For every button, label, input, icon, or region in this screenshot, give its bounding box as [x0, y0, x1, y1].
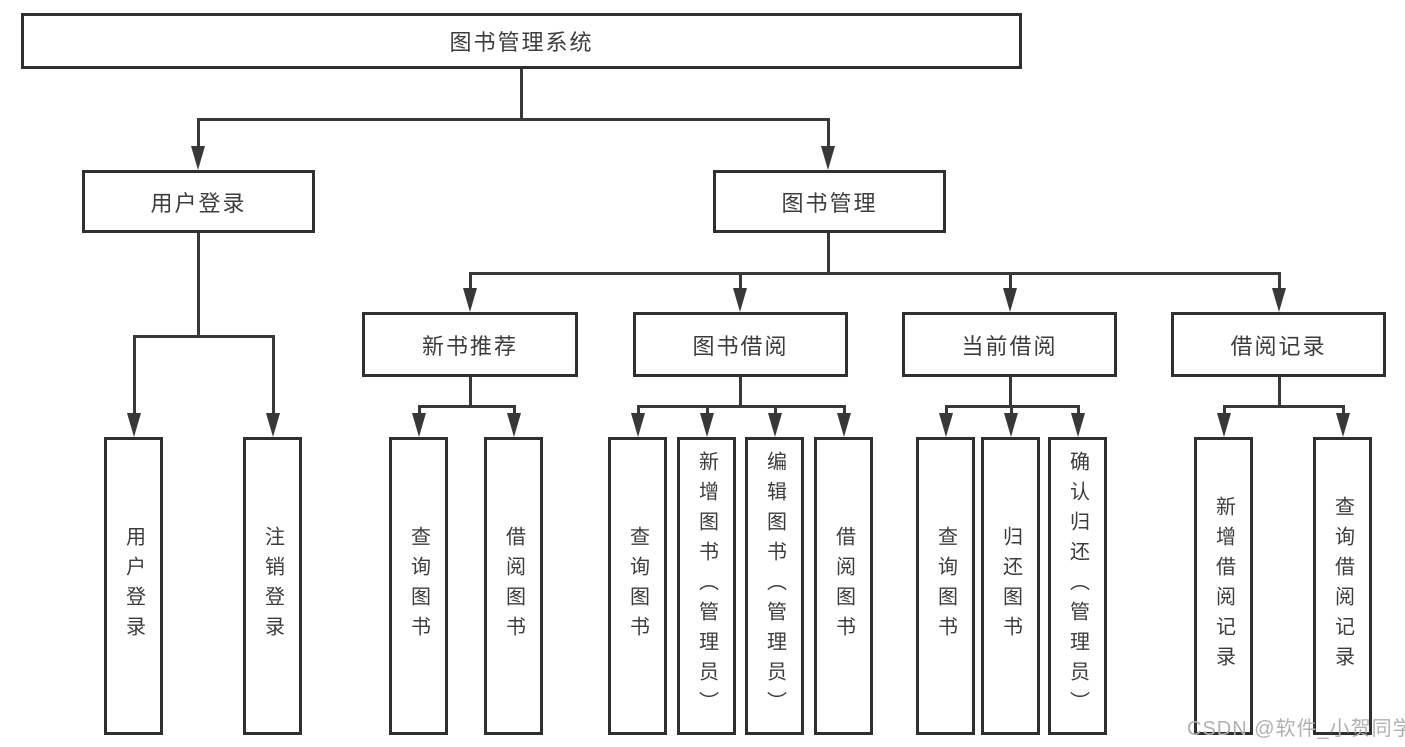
node-current-borrow: 当前借阅 — [902, 312, 1117, 377]
connector-line — [520, 69, 523, 121]
leaf-label: 归还图书 — [999, 526, 1022, 646]
arrow-down-icon — [939, 413, 953, 437]
arrow-down-icon — [1272, 288, 1286, 312]
leaf-label: 查询借阅记录 — [1331, 496, 1354, 676]
arrow-down-icon — [1217, 413, 1231, 437]
connector-line — [1009, 377, 1012, 407]
arrow-down-icon — [821, 146, 835, 170]
leaf-borrow-books-recommend: 借阅图书 — [484, 437, 543, 735]
arrow-down-icon — [1071, 413, 1085, 437]
node-book-borrow: 图书借阅 — [633, 312, 848, 377]
leaf-search-books-current: 查询图书 — [916, 437, 975, 735]
connector-line — [272, 338, 275, 413]
arrow-down-icon — [191, 146, 205, 170]
connector-line — [1342, 408, 1345, 413]
leaf-search-books-borrow: 查询图书 — [608, 437, 667, 735]
leaf-edit-book-admin: 编辑图书（管理员） — [745, 437, 804, 735]
node-label: 图书管理 — [781, 190, 878, 216]
connector-line — [1009, 275, 1012, 288]
connector-line — [945, 408, 948, 413]
connector-line — [827, 121, 830, 146]
connector-line — [418, 405, 516, 408]
arrow-down-icon — [1336, 413, 1350, 437]
arrow-down-icon — [1003, 288, 1017, 312]
leaf-add-book-admin: 新增图书（管理员） — [677, 437, 736, 735]
leaf-return-book: 归还图书 — [981, 437, 1040, 735]
node-label: 新书推荐 — [421, 333, 518, 359]
leaf-borrow-book: 借阅图书 — [814, 437, 873, 735]
connector-line — [739, 377, 742, 407]
leaf-label: 借阅图书 — [832, 526, 855, 646]
connector-line — [197, 118, 830, 121]
node-user-login: 用户登录 — [82, 170, 315, 233]
connector-line — [513, 408, 516, 413]
node-label: 当前借阅 — [961, 333, 1058, 359]
connector-line — [637, 408, 640, 413]
leaf-label: 注销登录 — [261, 526, 284, 646]
arrow-down-icon — [733, 288, 747, 312]
arrow-down-icon — [127, 413, 141, 437]
leaf-add-borrow-record: 新增借阅记录 — [1194, 437, 1253, 735]
leaf-search-books-recommend: 查询图书 — [389, 437, 448, 735]
leaf-logout: 注销登录 — [243, 437, 302, 735]
node-label: 图书借阅 — [692, 333, 789, 359]
connector-line — [469, 272, 1281, 275]
arrow-down-icon — [463, 288, 477, 312]
leaf-label: 查询图书 — [407, 526, 430, 646]
connector-line — [469, 377, 472, 407]
leaf-label: 用户登录 — [122, 526, 145, 646]
arrow-down-icon — [412, 413, 426, 437]
connector-line — [739, 275, 742, 288]
node-label: 图书管理系统 — [449, 30, 594, 55]
connector-line — [469, 275, 472, 288]
connector-line — [706, 408, 709, 413]
node-library-management-system: 图书管理系统 — [21, 13, 1022, 69]
arrow-down-icon — [1004, 413, 1018, 437]
leaf-label: 查询图书 — [934, 526, 957, 646]
connector-line — [197, 121, 200, 146]
arrow-down-icon — [631, 413, 645, 437]
leaf-label: 借阅图书 — [502, 526, 525, 646]
connector-line — [945, 405, 1080, 408]
node-label: 用户登录 — [150, 190, 247, 216]
arrow-down-icon — [837, 413, 851, 437]
connector-line — [1010, 408, 1013, 413]
connector-line — [1223, 408, 1226, 413]
leaf-label: 查询图书 — [626, 526, 649, 646]
connector-line — [827, 233, 830, 274]
connector-line — [133, 338, 136, 413]
node-label: 借阅记录 — [1230, 333, 1327, 359]
connector-line — [197, 233, 200, 337]
leaf-label: 新增借阅记录 — [1212, 496, 1235, 676]
connector-line — [1278, 275, 1281, 288]
node-book-management: 图书管理 — [713, 170, 946, 233]
leaf-label: 确认归还（管理员） — [1066, 451, 1089, 721]
connector-line — [418, 408, 421, 413]
leaf-label: 编辑图书（管理员） — [763, 451, 786, 721]
leaf-label: 新增图书（管理员） — [695, 451, 718, 721]
arrow-down-icon — [700, 413, 714, 437]
arrow-down-icon — [768, 413, 782, 437]
leaf-search-borrow-record: 查询借阅记录 — [1313, 437, 1372, 735]
arrow-down-icon — [507, 413, 521, 437]
connector-line — [1223, 405, 1345, 408]
csdn-watermark: CSDN @软件_小贺同学 — [1187, 718, 1405, 740]
connector-line — [843, 408, 846, 413]
connector-line — [774, 408, 777, 413]
connector-line — [1278, 377, 1281, 407]
connector-line — [133, 335, 275, 338]
connector-line — [637, 405, 846, 408]
node-new-book-recommend: 新书推荐 — [362, 312, 578, 377]
leaf-user-login: 用户登录 — [104, 437, 163, 735]
leaf-confirm-return-admin: 确认归还（管理员） — [1048, 437, 1107, 735]
arrow-down-icon — [266, 413, 280, 437]
connector-line — [1077, 408, 1080, 413]
node-borrow-records: 借阅记录 — [1171, 312, 1386, 377]
